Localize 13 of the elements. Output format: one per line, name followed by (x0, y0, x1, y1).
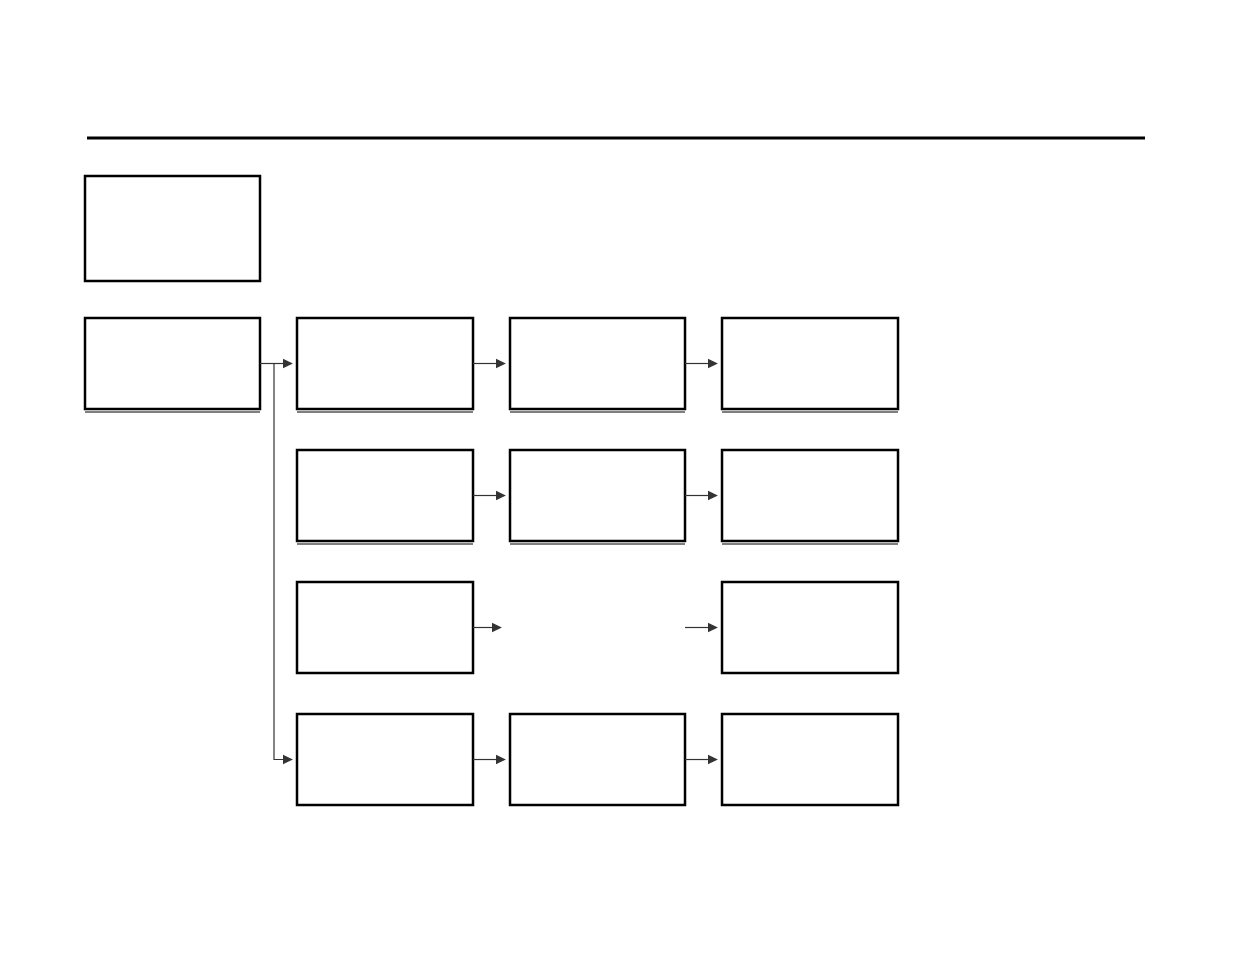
empty-box (508, 448, 687, 545)
empty-box (720, 316, 900, 413)
empty-box (83, 174, 262, 283)
empty-box (295, 712, 475, 807)
empty-box (83, 316, 262, 413)
empty-box (508, 712, 687, 807)
empty-box (720, 580, 900, 675)
empty-box (295, 316, 475, 413)
empty-box (295, 448, 475, 545)
empty-box (508, 316, 687, 413)
empty-box (295, 580, 475, 675)
empty-box (720, 712, 900, 807)
empty-box (720, 448, 900, 545)
